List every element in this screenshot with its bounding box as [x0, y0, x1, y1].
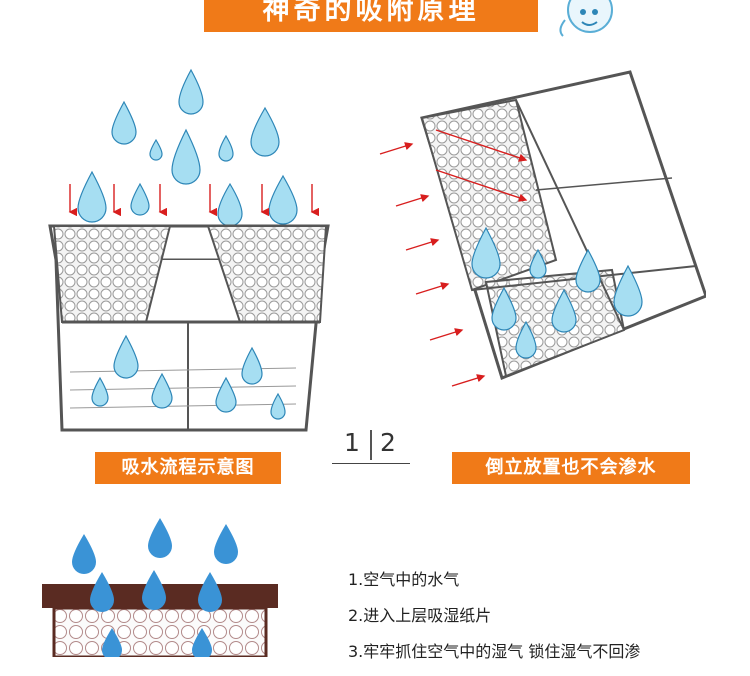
inflow-arrows — [379, 129, 528, 387]
page-number-2: 2 — [380, 428, 396, 457]
water-drop-group — [77, 68, 298, 227]
page-title: 神奇的吸附原理 — [204, 0, 538, 32]
page-indicator: 1 2 — [332, 426, 410, 466]
page-divider — [370, 430, 372, 460]
steps-list: 1.空气中的水气 2.进入上层吸湿纸片 3.牢牢抓住空气中的湿气 锁住湿气不回渗 — [348, 568, 748, 676]
trapped-drops — [471, 226, 643, 359]
step-item-3: 3.牢牢抓住空气中的湿气 锁住湿气不回渗 — [348, 642, 641, 661]
absorption-box — [48, 224, 330, 432]
drop-arrows — [68, 184, 319, 217]
step-item-2: 2.进入上层吸湿纸片 — [348, 606, 492, 625]
absorption-flow-diagram — [48, 68, 330, 432]
upside-down-diagram — [379, 70, 706, 387]
drying-bed-illustration — [42, 518, 278, 657]
mascot-icon — [559, 0, 613, 37]
step-item-1: 1.空气中的水气 — [348, 570, 460, 589]
falling-drop-icons — [72, 518, 238, 657]
page: 神奇的吸附原理 — [42, 0, 706, 661]
caption-upside-down: 倒立放置也不会渗水 — [452, 452, 690, 484]
page-number-1: 1 — [344, 428, 360, 457]
caption-absorption-flow: 吸水流程示意图 — [95, 452, 281, 484]
absorbed-drops — [91, 334, 286, 420]
page-underline — [332, 463, 410, 464]
